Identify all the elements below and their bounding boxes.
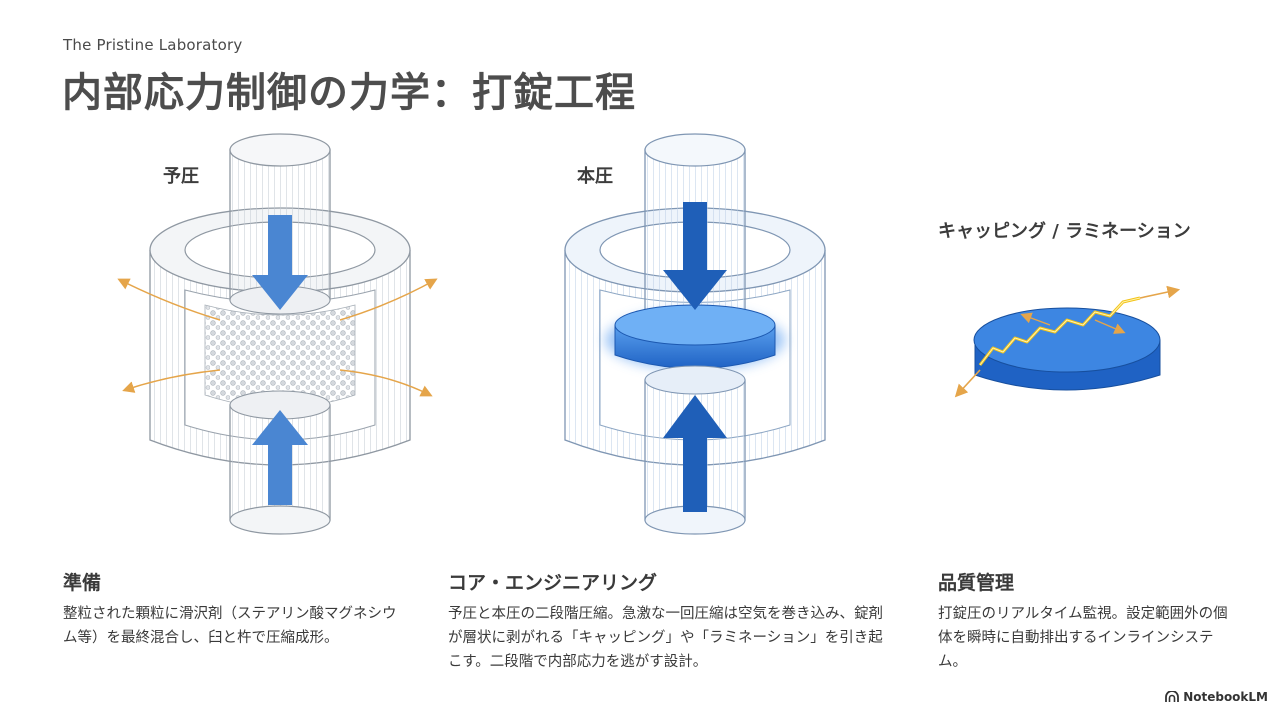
column-heading-quality-control: 品質管理 bbox=[938, 572, 1015, 594]
presentation-subtitle: The Pristine Laboratory bbox=[63, 36, 243, 54]
stage-label-capping-lamination: キャッピング / ラミネーション bbox=[938, 221, 1191, 242]
column-heading-core-engineering: コア・エンジニアリング bbox=[448, 572, 658, 594]
capping-lamination-tablet-illustration bbox=[954, 285, 1181, 398]
column-heading-preparation: 準備 bbox=[63, 572, 102, 594]
stage-label-pre-compression: 予圧 bbox=[163, 166, 199, 187]
column-body-quality-control: 打錠圧のリアルタイム監視。設定範囲外の個体を瞬時に自動排出するインラインシステム… bbox=[938, 606, 1228, 670]
column-body-core-engineering: 予圧と本圧の二段階圧縮。急激な一回圧縮は空気を巻き込み、錠剤が層状に剥がれる「キ… bbox=[448, 606, 883, 670]
page-title: 内部応力制御の力学：打錠工程 bbox=[62, 70, 636, 116]
pre-compression-press-illustration bbox=[117, 133, 438, 535]
notebooklm-brand: NotebookLM bbox=[1165, 690, 1268, 704]
main-compression-press-illustration bbox=[564, 133, 826, 535]
stage-label-main-compression: 本圧 bbox=[577, 166, 613, 187]
notebooklm-logo-icon bbox=[1165, 691, 1180, 702]
column-body-preparation: 整粒された顆粒に滑沢剤（ステアリン酸マグネシウム等）を最終混合し、臼と杵で圧縮成… bbox=[63, 606, 397, 646]
brand-name: NotebookLM bbox=[1183, 690, 1268, 704]
